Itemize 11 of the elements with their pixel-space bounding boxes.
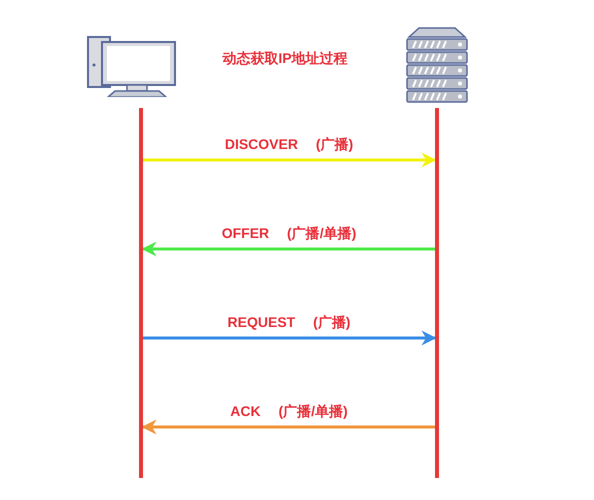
edge-label: REQUEST (广播) <box>228 314 350 330</box>
lifeline <box>139 108 143 478</box>
edge-label: OFFER (广播/单播) <box>222 225 356 241</box>
lifeline <box>435 108 439 478</box>
arrow <box>142 420 435 434</box>
edge-label: ACK (广播/单播) <box>230 403 348 419</box>
title: 动态获取IP地址过程 <box>222 50 348 68</box>
edge-label: DISCOVER (广播) <box>224 136 354 152</box>
arrow <box>143 330 436 346</box>
arrow <box>143 152 436 168</box>
arrow <box>142 242 435 256</box>
